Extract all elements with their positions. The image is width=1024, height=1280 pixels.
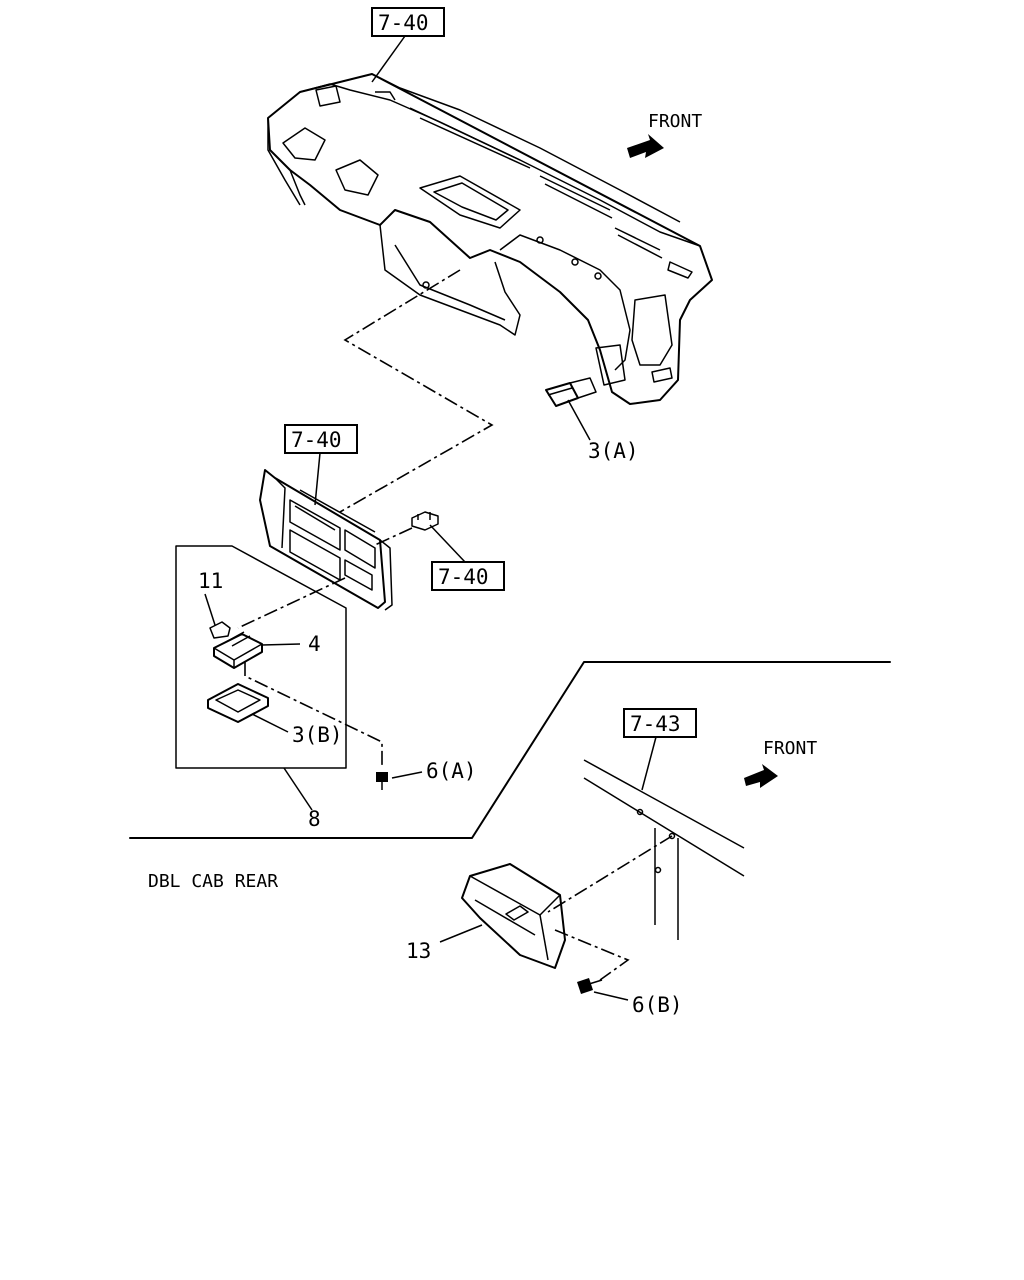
- ref-rear-label: 7-43: [630, 712, 681, 736]
- ref-box-middle: [284, 424, 358, 454]
- leader-11: [204, 593, 216, 626]
- leader-6b: [593, 991, 629, 1001]
- leader-ref-clip: [429, 524, 466, 563]
- ref-box-rear: [623, 708, 697, 738]
- callout-3a: 3(A): [588, 439, 639, 463]
- callout-3b: 3(B): [292, 723, 343, 747]
- front-arrow-upper-icon: [627, 134, 664, 158]
- connector-line-13: [547, 835, 673, 913]
- leader-ref-top: [371, 35, 406, 83]
- leader-ref-rear: [641, 736, 657, 791]
- rear-panel-drawing: [583, 759, 745, 940]
- callout-6a: 6(A): [426, 759, 477, 783]
- leader-13: [439, 924, 483, 943]
- part-3b-drawing: [207, 683, 269, 723]
- ref-box-clip: [431, 561, 505, 591]
- connector-line-6b: [554, 929, 630, 981]
- section-divider: [129, 661, 891, 839]
- ref-top-label: 7-40: [378, 11, 429, 35]
- part-11-drawing: [209, 621, 231, 639]
- part-6a-drawing: [376, 772, 388, 790]
- ref-box-top: [371, 7, 445, 37]
- leader-3a: [567, 399, 591, 441]
- leader-ref-middle: [314, 452, 321, 506]
- instrument-panel-drawing: [267, 73, 713, 405]
- leader-6a: [391, 771, 423, 779]
- connector-line-switch: [237, 577, 346, 629]
- kit-box-outline: [175, 545, 347, 769]
- ref-clip-label: 7-40: [438, 565, 489, 589]
- connector-line-6a: [244, 662, 383, 768]
- front-label-lower: FRONT: [763, 738, 817, 759]
- callout-8: 8: [308, 807, 321, 831]
- cluster-bezel-drawing: [259, 469, 393, 611]
- part-3a-drawing: [545, 377, 597, 407]
- front-label-upper: FRONT: [648, 111, 702, 132]
- callout-6b: 6(B): [632, 993, 683, 1017]
- leader-8: [283, 767, 313, 811]
- callout-4: 4: [308, 632, 321, 656]
- part-6b-drawing: [577, 978, 603, 994]
- connector-line-clip: [374, 527, 413, 546]
- leader-4: [261, 643, 301, 646]
- leader-3b: [251, 713, 289, 733]
- connector-line-panel: [339, 269, 494, 513]
- front-arrow-lower-icon: [744, 764, 778, 788]
- part-4-drawing: [213, 631, 263, 669]
- callout-11: 11: [198, 569, 223, 593]
- callout-13: 13: [406, 939, 431, 963]
- clip-drawing: [411, 511, 439, 531]
- ref-middle-label: 7-40: [291, 428, 342, 452]
- part-13-drawing: [461, 863, 566, 969]
- section-label: DBL CAB REAR: [148, 871, 278, 892]
